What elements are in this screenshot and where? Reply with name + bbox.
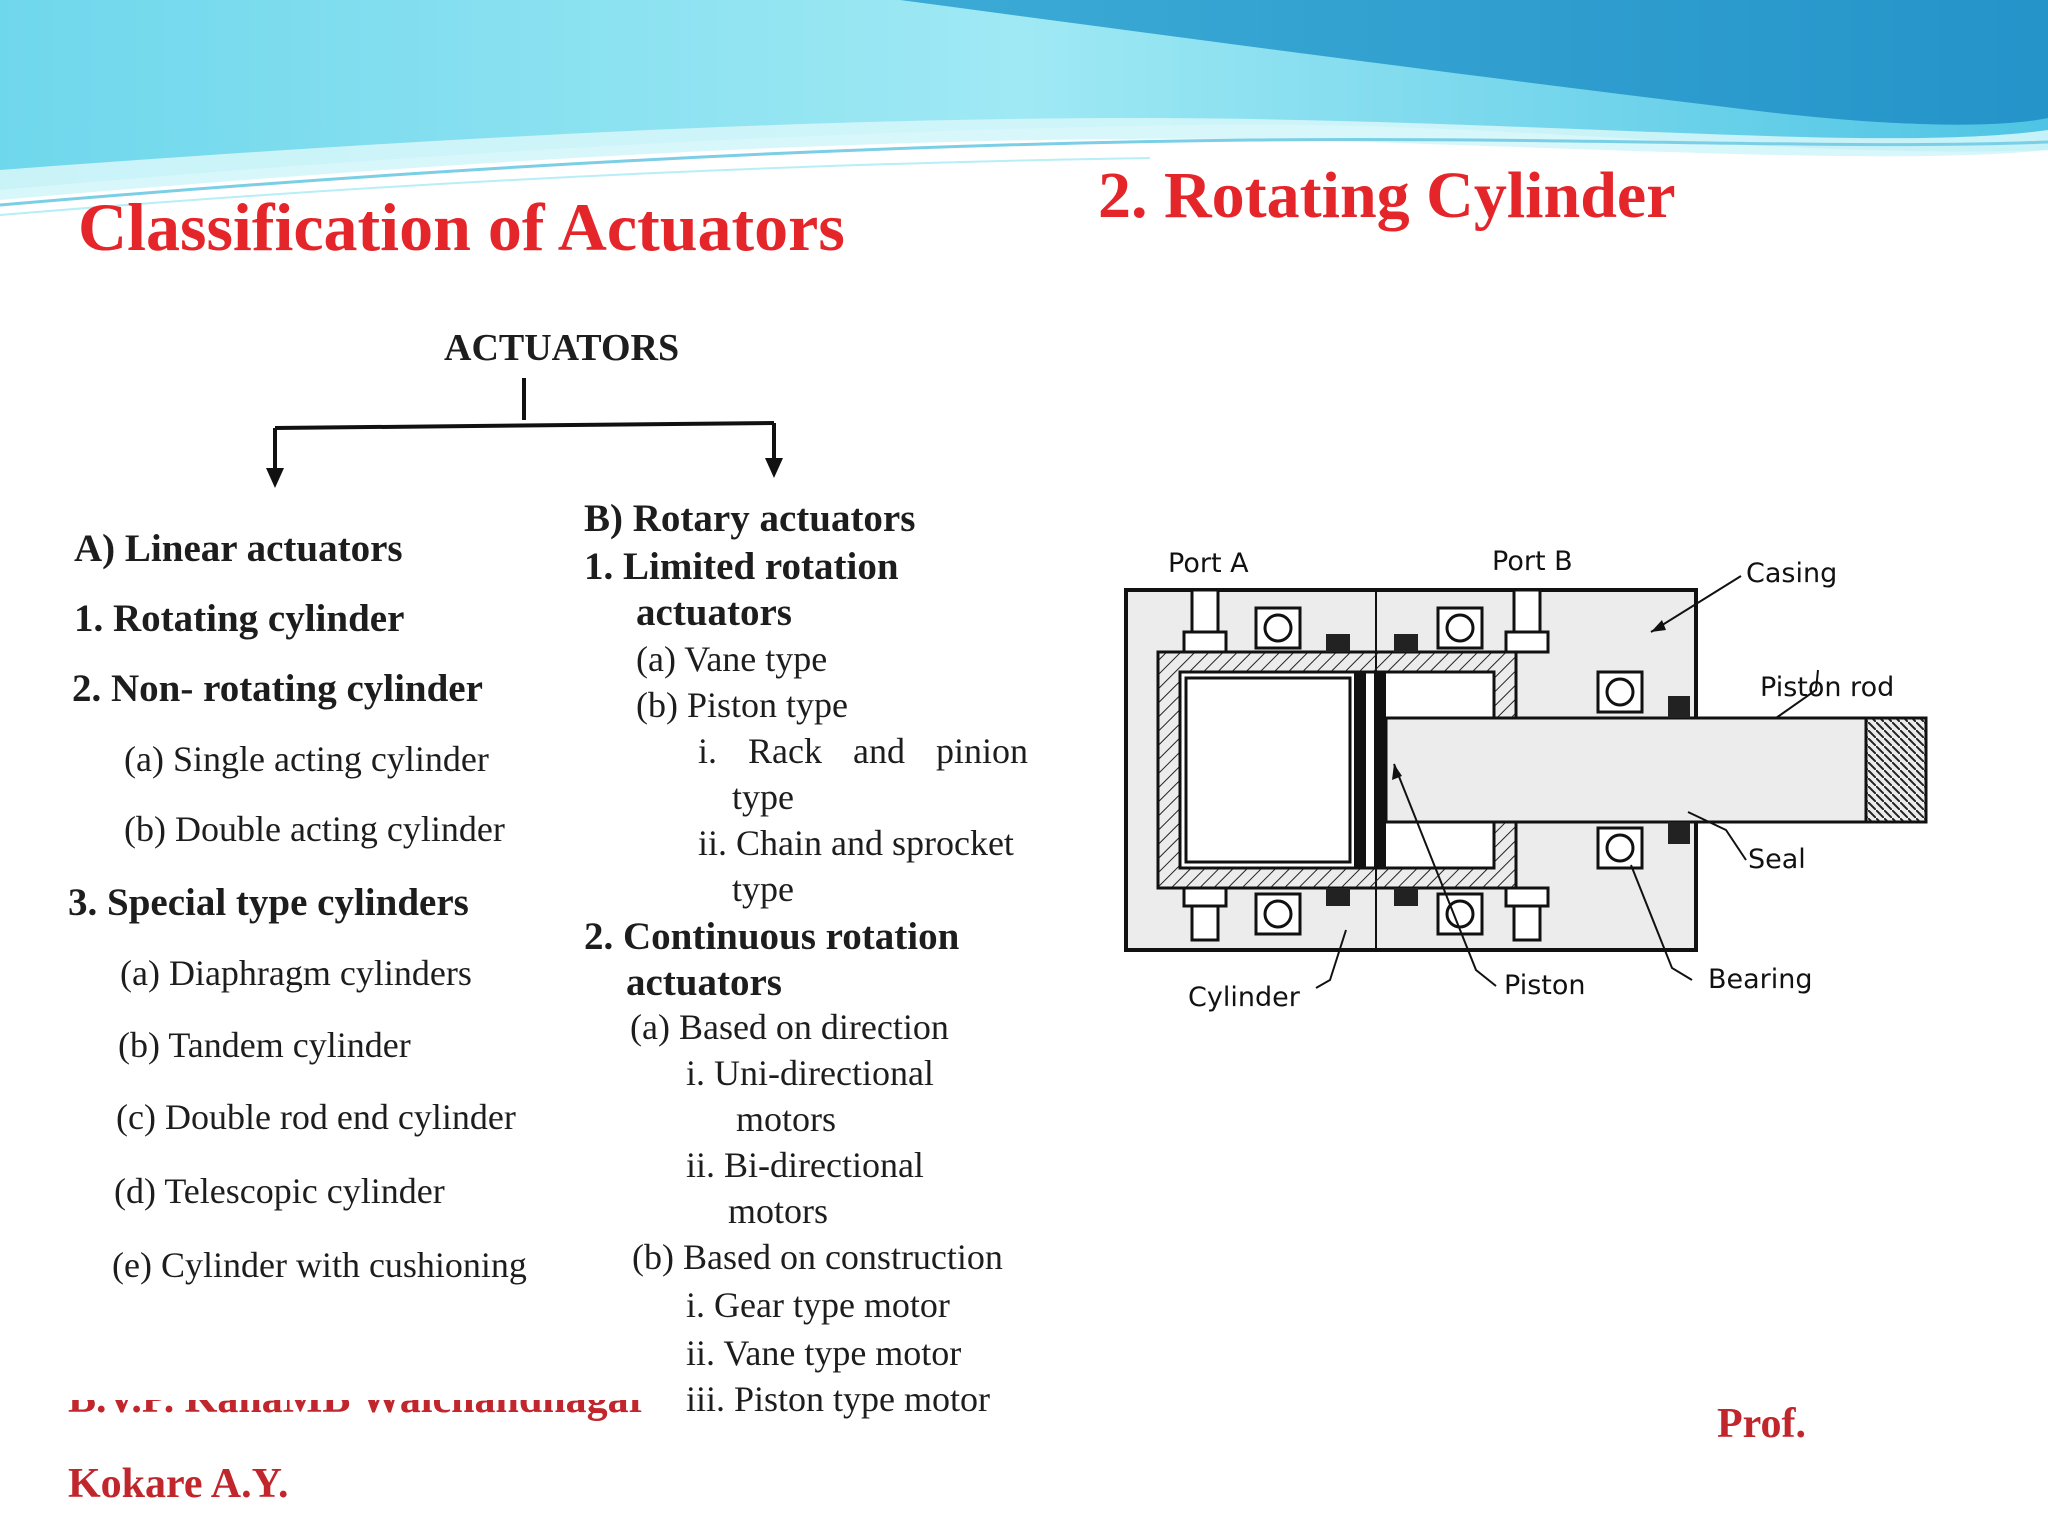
label-piston-rod: Piston rod xyxy=(1760,672,1895,703)
rotary-item: (a) Based on direction xyxy=(630,1007,949,1047)
actuator-classification-tree: ACTUATORS A) Linear actuators 1. Rotatin… xyxy=(52,308,1042,1433)
rotary-item: iii. Piston type motor xyxy=(686,1379,991,1419)
linear-item: 1. Rotating cylinder xyxy=(74,597,405,640)
wave-banner xyxy=(0,0,2048,216)
linear-item: 2. Non- rotating cylinder xyxy=(72,667,483,710)
tree-root: ACTUATORS xyxy=(444,327,680,369)
cylinder-cross-section xyxy=(1124,575,1928,989)
section-title: 2. Rotating Cylinder xyxy=(1098,159,1676,232)
rotary-item: (b) Based on construction xyxy=(632,1237,1003,1277)
rotary-item: motors xyxy=(736,1099,837,1139)
linear-item: (a) Single acting cylinder xyxy=(124,739,489,779)
footer-prof: Prof. xyxy=(1717,1401,1807,1447)
rotary-item: i. Uni-directional xyxy=(686,1053,934,1093)
linear-item: (b) Tandem cylinder xyxy=(118,1025,411,1065)
label-cylinder: Cylinder xyxy=(1188,982,1300,1013)
rotary-item: motors xyxy=(728,1191,829,1231)
rotary-item: actuators xyxy=(626,961,782,1004)
rotary-item: ii. Bi-directional xyxy=(686,1145,924,1185)
rotary-item: actuators xyxy=(636,591,792,634)
label-port-b: Port B xyxy=(1492,546,1573,577)
rotary-item: (b) Piston type xyxy=(636,685,848,725)
label-piston: Piston xyxy=(1504,970,1586,1001)
rotary-item: 2. Continuous rotation xyxy=(584,915,960,958)
label-port-a: Port A xyxy=(1168,548,1249,579)
rotary-item: i. Gear type motor xyxy=(686,1285,950,1325)
linear-item: (a) Diaphragm cylinders xyxy=(120,953,472,993)
footer-author: Kokare A.Y. xyxy=(68,1461,289,1507)
label-bearing: Bearing xyxy=(1708,964,1813,995)
rotary-item: type xyxy=(732,869,794,909)
linear-item: 3. Special type cylinders xyxy=(68,881,469,924)
linear-item: (b) Double acting cylinder xyxy=(124,809,505,849)
rotary-item: 1. Limited rotation xyxy=(584,545,899,588)
rotary-item: ii. Vane type motor xyxy=(686,1333,962,1373)
linear-item: (e) Cylinder with cushioning xyxy=(112,1245,527,1285)
footer-institution: B.V.P. KanaMB Walchandnagar xyxy=(68,1400,647,1426)
label-casing: Casing xyxy=(1746,558,1838,589)
linear-heading: A) Linear actuators xyxy=(74,527,403,570)
rotary-item: (a) Vane type xyxy=(636,639,828,679)
linear-item: (c) Double rod end cylinder xyxy=(116,1097,516,1137)
rotary-item: type xyxy=(732,777,794,817)
slide-title: Classification of Actuators xyxy=(78,189,845,265)
label-seal: Seal xyxy=(1748,844,1806,875)
tree-connector-lines xyxy=(266,378,783,488)
rotary-item: i. Rack and pinion xyxy=(698,731,1028,771)
linear-item: (d) Telescopic cylinder xyxy=(114,1171,445,1211)
rotary-heading: B) Rotary actuators xyxy=(584,497,916,540)
rotary-item: ii. Chain and sprocket xyxy=(698,823,1014,863)
rotating-cylinder-diagram: Port A Port B Casing Piston rod Seal Cyl… xyxy=(1076,530,1982,1016)
